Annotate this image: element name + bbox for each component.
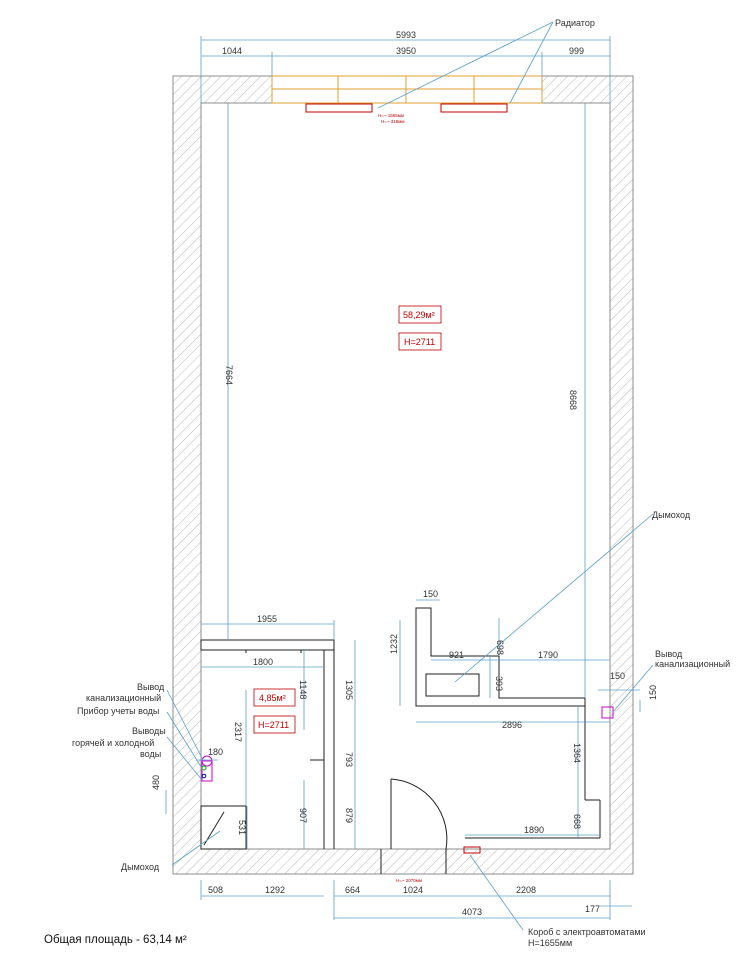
dim-1305: 1305 [344,680,354,700]
dim-1890: 1890 [524,825,544,835]
dim-1044: 1044 [222,46,242,56]
breaker-box-label-2: H=1655мм [528,938,572,948]
plumbing-outlets [201,755,213,782]
sewer-label-right-1: Вывод [655,649,683,659]
dim-793: 793 [344,752,354,767]
dim-664: 664 [345,885,360,895]
dimension-labels: 5993 1044 3950 999 7664 8668 1955 150 18… [151,30,658,917]
dim-508: 508 [208,885,223,895]
dim-7664: 7664 [224,365,234,385]
dim-1790: 1790 [538,650,558,660]
sewer-label-right-2: канализационный [655,659,730,669]
dim-698: 698 [495,640,505,655]
dim-1364: 1364 [572,743,582,763]
total-area: Общая площадь - 63,14 м² [44,934,187,946]
dim-531: 531 [237,820,247,835]
room-bath-labels: 4,85м² H=2711 [253,688,296,734]
dim-1024: 1024 [403,885,423,895]
interior-walls [200,607,601,874]
dim-1955: 1955 [257,614,277,624]
radiator-right [440,103,508,113]
dim-150-a: 150 [423,589,438,599]
breaker-box-label-1: Короб с электроавтоматами [528,927,646,937]
dimension-lines [165,36,641,920]
radiator-label: Радиатор [555,18,595,28]
sewer-label-left-2: канализационный [86,693,161,703]
dim-1800: 1800 [253,657,273,667]
dim-3950: 3950 [396,46,416,56]
chimney-label-top: Дымоход [652,510,691,520]
bath-room-area: 4,85м² [259,693,286,703]
dim-5993: 5993 [396,30,416,40]
dim-1292: 1292 [265,885,285,895]
sewer-label-left-1: Вывод [137,682,165,692]
dim-177: 177 [585,904,600,914]
dim-480: 480 [151,775,161,790]
meter-label: Прибор учеты воды [77,706,159,716]
radiator-height-2: H=~ 318мм [381,119,404,124]
dim-393: 393 [494,676,504,691]
dim-907: 907 [298,808,308,823]
window [271,75,543,104]
dim-150-b: 150 [610,671,625,681]
leader-lines [166,21,654,931]
main-room-height: H=2711 [404,337,435,347]
water-label-3: воды [140,749,161,759]
dim-921: 921 [449,650,464,660]
dim-879: 879 [344,808,354,823]
dim-668: 668 [572,814,582,829]
water-label-2: горячей и холодной [72,738,154,748]
dim-999: 999 [569,46,584,56]
chimney-label-bottom: Дымоход [121,862,160,872]
dim-4073: 4073 [462,907,482,917]
breaker-box [463,846,481,854]
radiator-height-1: H=~ 1565мм [378,113,404,118]
door-height-label: H=~ 2070мм [396,878,422,883]
radiator-left [305,103,373,113]
room-main-labels: 58,29м² H=2711 [398,305,442,351]
exterior-walls [172,75,634,875]
dim-2896: 2896 [502,720,522,730]
dim-8668: 8668 [568,390,578,410]
dim-2317: 2317 [233,722,243,742]
dim-180: 180 [208,747,223,757]
water-label-1: Выводы [132,726,166,736]
dim-150-c: 150 [648,685,658,700]
main-room-area: 58,29м² [403,310,435,320]
sewer-outlet-right [601,706,614,719]
dim-1232: 1232 [389,634,399,654]
bath-room-height: H=2711 [258,720,289,730]
dim-1148: 1148 [298,680,308,699]
dim-2208: 2208 [516,885,536,895]
